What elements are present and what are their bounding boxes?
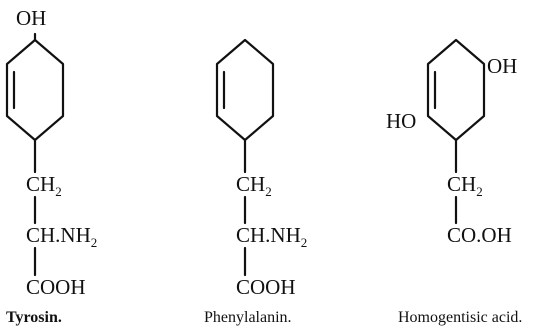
tyrosin-ch2-base: CH <box>26 172 55 196</box>
homogentisic-structure: OH HO CH2 CO.OH Homogentisic acid. <box>386 38 522 326</box>
phenylalanin-chnh2-label: CH.NH2 <box>236 223 307 250</box>
phenylalanin-structure: CH2 CH.NH2 COOH Phenylalanin. <box>204 38 307 326</box>
tyrosin-hydroxyl-label: OH <box>16 6 46 30</box>
homogentisic-hydroxyl-right-label: OH <box>487 54 517 78</box>
phenylalanin-ch2-label: CH2 <box>236 172 272 199</box>
phenylalanin-ch2-base: CH <box>236 172 265 196</box>
homogentisic-ch2-subscript: 2 <box>476 184 483 199</box>
tyrosin-chnh2-base: CH.NH <box>26 223 91 247</box>
homogentisic-caption: Homogentisic acid. <box>398 309 522 326</box>
phenylalanin-caption: Phenylalanin. <box>204 309 292 326</box>
homogentisic-cooh-label: CO.OH <box>447 223 512 247</box>
phenylalanin-benzene-ring <box>215 38 275 142</box>
phenylalanin-chnh2-base: CH.NH <box>236 223 301 247</box>
tyrosin-ch2-label: CH2 <box>26 172 62 199</box>
homogentisic-ch2-base: CH <box>447 172 476 196</box>
homogentisic-benzene-ring <box>426 38 486 142</box>
homogentisic-ch2-label: CH2 <box>447 172 483 199</box>
tyrosin-ch2-subscript: 2 <box>55 184 62 199</box>
phenylalanin-cooh-label: COOH <box>236 275 296 299</box>
tyrosin-chnh2-label: CH.NH2 <box>26 223 97 250</box>
tyrosin-benzene-ring <box>5 38 65 142</box>
tyrosin-chnh2-subscript: 2 <box>91 235 98 250</box>
tyrosin-caption: Tyrosin. <box>6 309 62 326</box>
homogentisic-hydroxyl-left-label: HO <box>386 109 416 133</box>
phenylalanin-ch2-subscript: 2 <box>265 184 272 199</box>
phenylalanin-chnh2-subscript: 2 <box>301 235 308 250</box>
tyrosin-structure: OH CH2 CH.NH2 COOH Tyrosin. <box>5 6 97 326</box>
tyrosin-cooh-label: COOH <box>26 275 86 299</box>
